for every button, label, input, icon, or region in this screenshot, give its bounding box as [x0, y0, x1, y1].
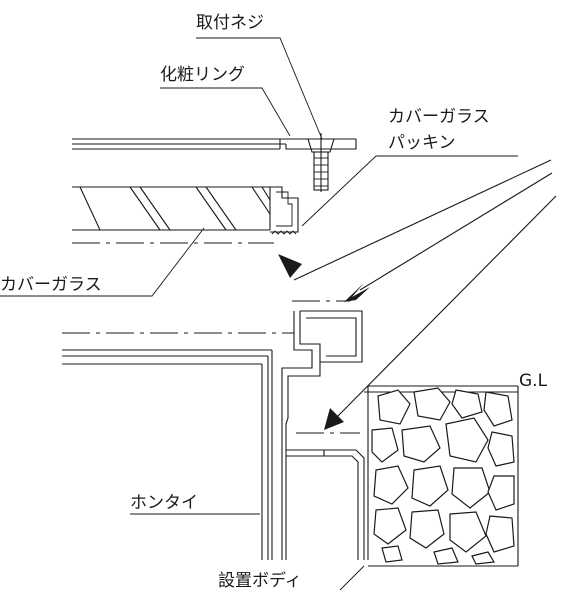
leader-glass: [0, 227, 205, 297]
leader-ring: [160, 87, 291, 137]
arrow-line-1: [293, 159, 552, 281]
main-body: [62, 349, 273, 560]
mounting-screw: [307, 133, 335, 192]
cover-glass: [72, 186, 271, 231]
arrow-line-3: [331, 195, 557, 423]
label-ring: 化粧リング: [160, 65, 245, 85]
label-install-body: 設置ボディ: [218, 570, 302, 591]
label-body: ホンタイ: [130, 493, 198, 513]
arrow-head-icon: [324, 408, 344, 430]
body-flange: [281, 310, 363, 560]
assembly-arrows: [278, 159, 557, 430]
glass-packing: [269, 186, 299, 235]
leader-install-body: [339, 565, 365, 591]
arrow-head-icon: [278, 254, 302, 278]
arrow-head-icon: [344, 283, 370, 302]
installation-body: [286, 386, 369, 560]
leader-packing: [301, 155, 518, 227]
ground-soil: [368, 385, 519, 567]
label-gl: G.L: [519, 371, 548, 391]
decorative-ring: [72, 138, 357, 150]
arrow-line-2: [359, 172, 553, 291]
label-packing-line1: カバーガラス: [388, 107, 490, 127]
label-packing-line2: パッキン: [388, 133, 456, 153]
label-glass: カバーガラス: [0, 275, 102, 295]
label-screw: 取付ネジ: [196, 13, 264, 33]
leader-screw: [196, 37, 323, 140]
